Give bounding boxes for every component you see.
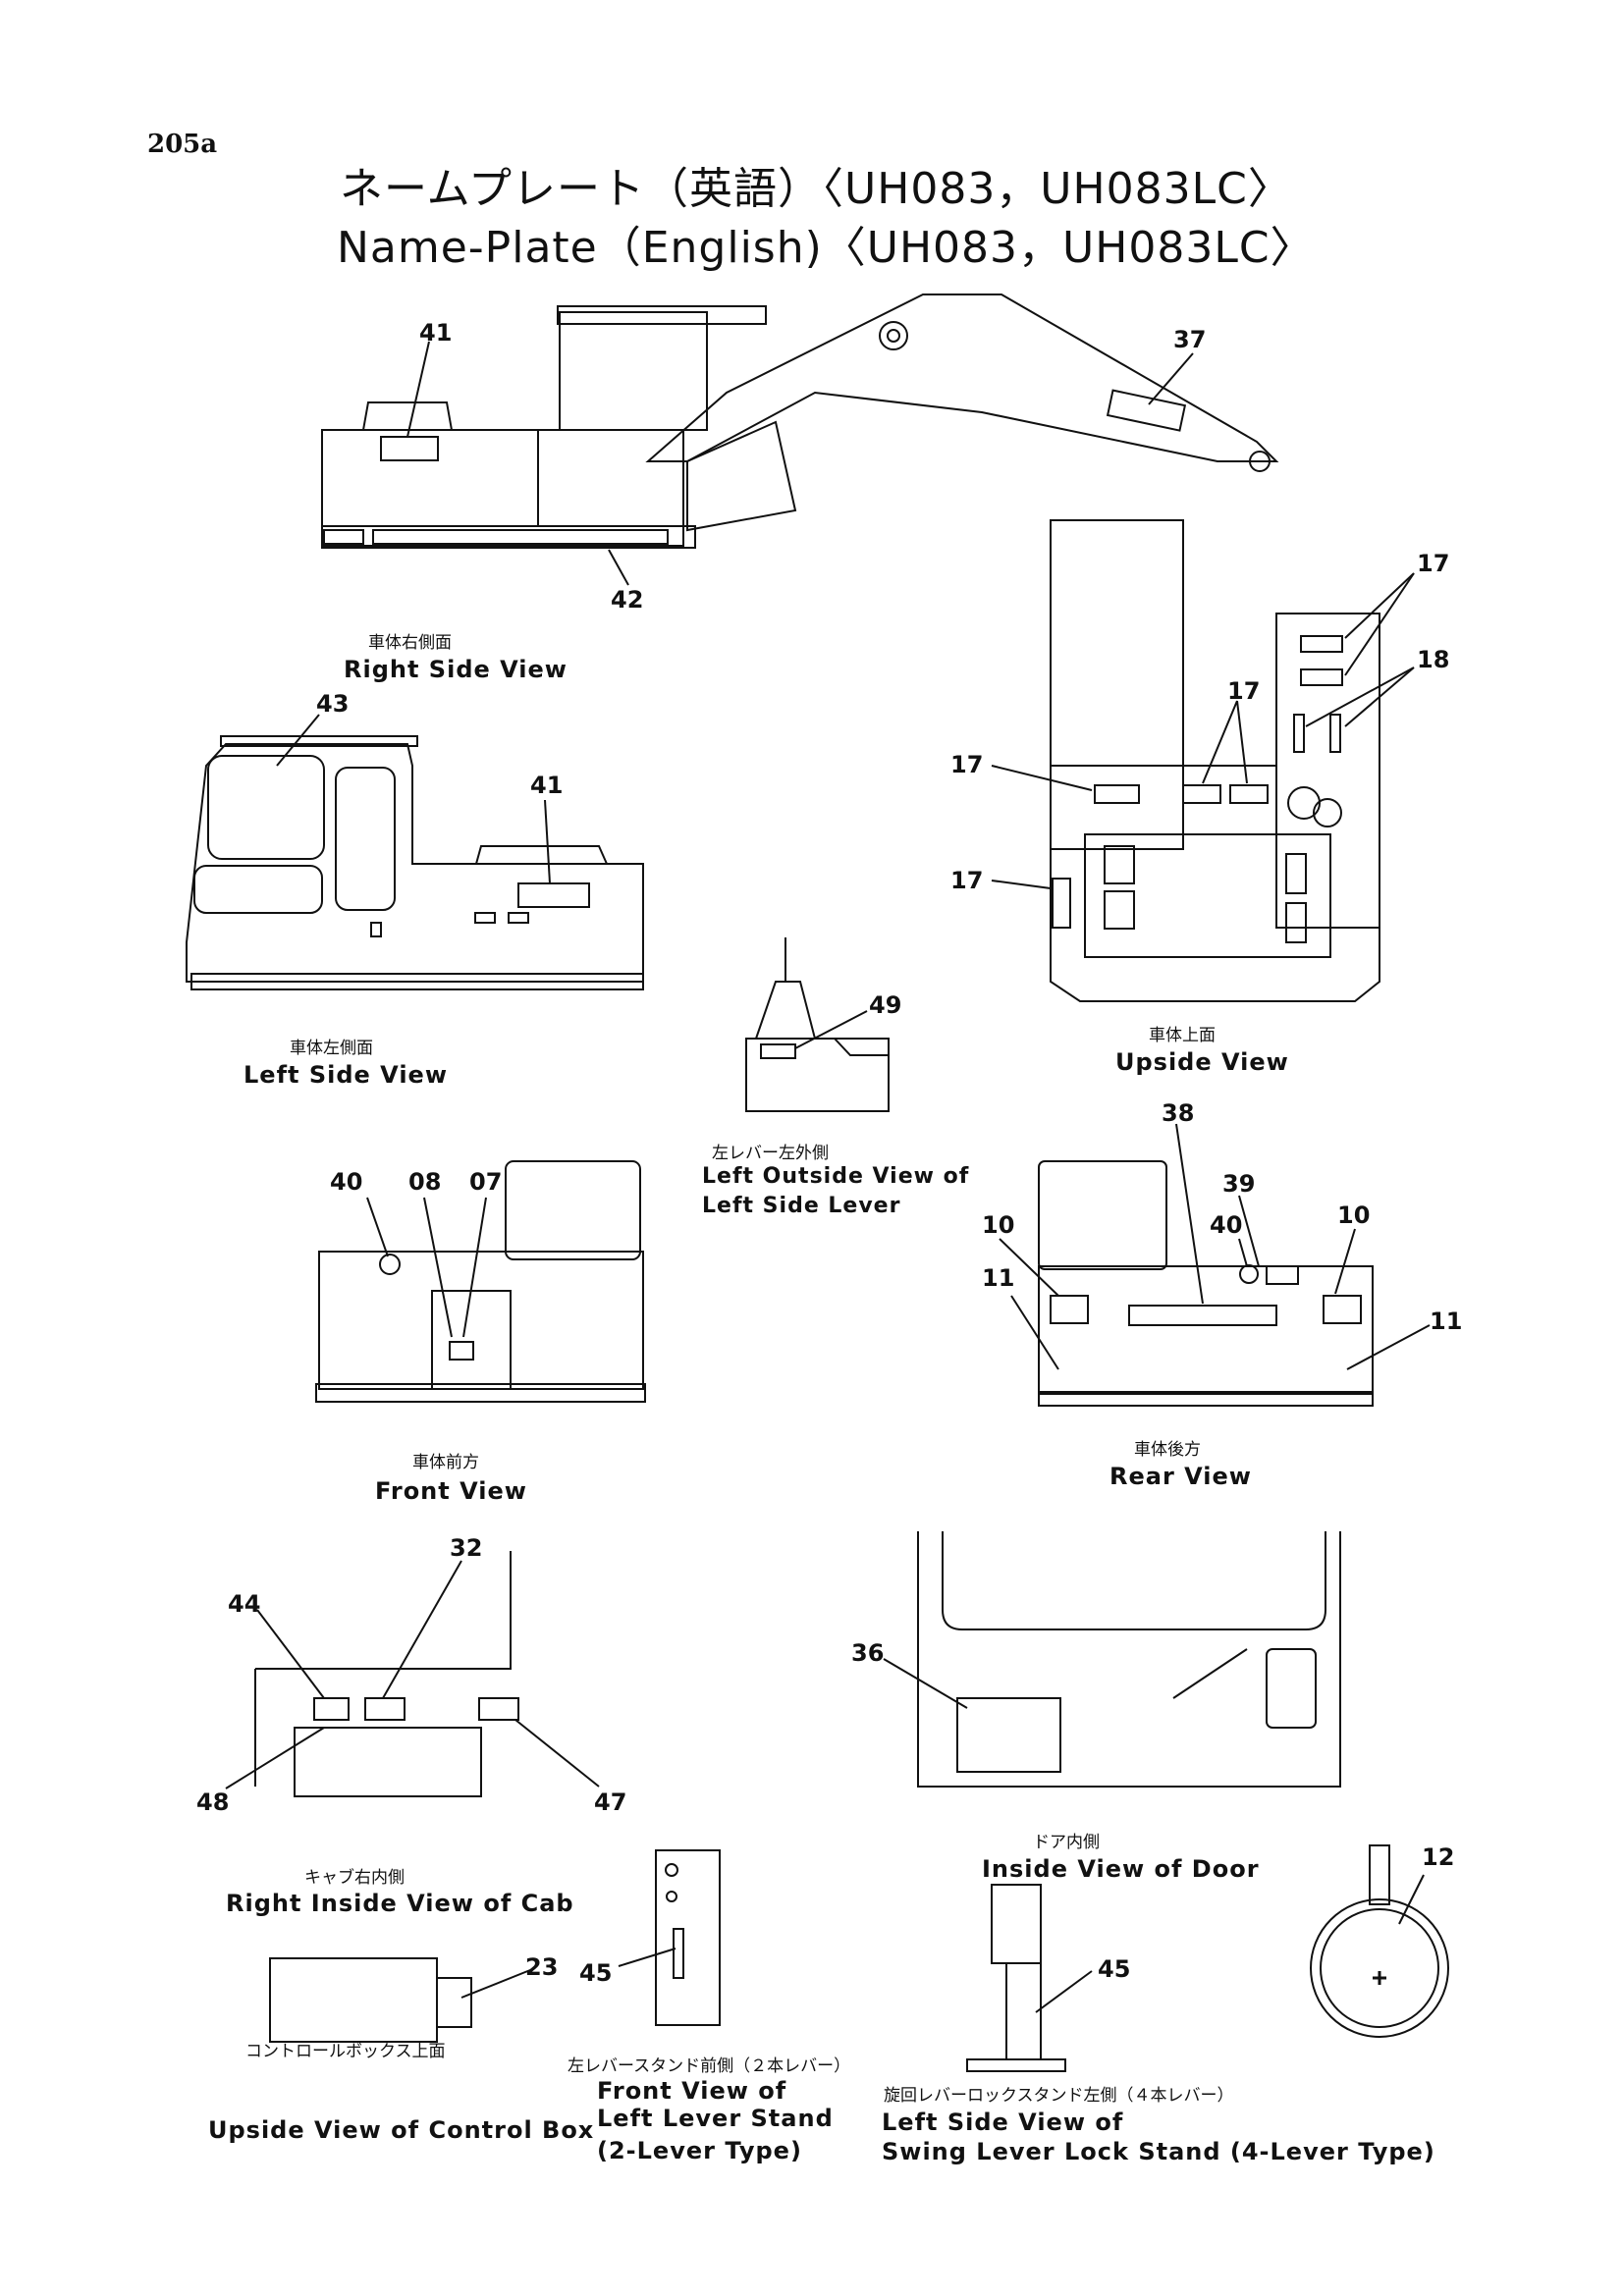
callout-17: 17 [950, 751, 984, 778]
callout-17: 17 [1417, 550, 1450, 577]
callout-11: 11 [982, 1264, 1015, 1292]
rear-view-caption: Rear View [1109, 1463, 1252, 1490]
swing-stand-drawing [967, 1885, 1092, 2071]
cab-view-jp: キャブ右内側 [304, 1868, 405, 1888]
door-view-caption: Inside View of Door [982, 1855, 1260, 1883]
cab-view-caption: Right Inside View of Cab [226, 1890, 574, 1917]
callout-48: 48 [196, 1789, 230, 1816]
item-12-drawing [1311, 1845, 1448, 2037]
callout-42: 42 [611, 586, 644, 614]
lever-stand-drawing [619, 1850, 720, 2025]
cab-inside-drawing [226, 1551, 599, 1796]
left-lever-drawing [746, 937, 889, 1111]
swing-stand-view-caption-2: Swing Lever Lock Stand (4-Lever Type) [882, 2138, 1435, 2165]
callout-32: 32 [450, 1534, 483, 1562]
callout-45: 45 [1098, 1955, 1131, 1983]
control-box-view-jp: コントロールボックス上面 [245, 2042, 446, 2061]
callout-11: 11 [1430, 1308, 1463, 1335]
left-lever-view-caption-1: Left Outside View of [702, 1164, 970, 1189]
callout-45: 45 [579, 1959, 613, 1987]
callout-17: 17 [950, 867, 984, 894]
callout-17: 17 [1227, 677, 1261, 705]
left-side-view-drawing [187, 715, 643, 989]
callout-08: 08 [408, 1168, 442, 1196]
callout-43: 43 [316, 690, 350, 718]
callout-38: 38 [1162, 1099, 1195, 1127]
page-number: 205a [147, 130, 218, 159]
upside-view-drawing [992, 520, 1414, 1001]
lever-stand-view-caption-3: (2-Lever Type) [597, 2137, 802, 2164]
right-side-view-jp: 車体右側面 [368, 633, 452, 653]
callout-10: 10 [1337, 1201, 1371, 1229]
callout-49: 49 [869, 991, 902, 1019]
callout-40: 40 [330, 1168, 363, 1196]
control-box-view-caption: Upside View of Control Box [208, 2116, 595, 2144]
callout-18: 18 [1417, 646, 1450, 673]
callout-40: 40 [1210, 1211, 1243, 1239]
left-lever-view-caption-2: Left Side Lever [702, 1194, 901, 1218]
rear-view-drawing [1000, 1124, 1430, 1406]
callout-36: 36 [851, 1639, 885, 1667]
callout-47: 47 [594, 1789, 627, 1816]
callout-37: 37 [1173, 326, 1207, 353]
upside-view-jp: 車体上面 [1149, 1026, 1216, 1045]
lever-stand-view-jp: 左レバースタンド前側（２本レバー） [568, 2056, 851, 2076]
front-view-jp: 車体前方 [412, 1453, 479, 1472]
door-view-jp: ドア内側 [1033, 1833, 1100, 1852]
left-side-view-caption: Left Side View [243, 1061, 448, 1089]
front-view-drawing [316, 1161, 645, 1402]
left-lever-view-jp: 左レバー左外側 [712, 1144, 829, 1163]
lever-stand-view-caption-1: Front View of [597, 2077, 787, 2105]
upside-view-caption: Upside View [1115, 1048, 1289, 1076]
title-japanese: ネームプレート（英語）〈UH083，UH083LC〉 [340, 164, 1292, 214]
callout-07: 07 [469, 1168, 503, 1196]
lever-stand-view-caption-2: Left Lever Stand [597, 2105, 834, 2132]
right-side-view-caption: Right Side View [344, 656, 568, 683]
callout-12: 12 [1422, 1843, 1455, 1871]
rear-view-jp: 車体後方 [1134, 1440, 1201, 1460]
callout-41: 41 [419, 319, 453, 347]
swing-stand-view-jp: 旋回レバーロックスタンド左側（４本レバー） [884, 2086, 1234, 2106]
callout-41: 41 [530, 772, 564, 799]
front-view-caption: Front View [375, 1477, 527, 1505]
callout-10: 10 [982, 1211, 1015, 1239]
title-english: Name-Plate（English)〈UH083，UH083LC〉 [337, 223, 1315, 273]
callout-23: 23 [525, 1953, 559, 1981]
swing-stand-view-caption-1: Left Side View of [882, 2109, 1124, 2136]
door-inside-drawing [884, 1531, 1340, 1787]
control-box-drawing [270, 1958, 535, 2042]
left-side-view-jp: 車体左側面 [290, 1039, 373, 1058]
callout-44: 44 [228, 1590, 261, 1618]
callout-39: 39 [1222, 1170, 1256, 1198]
right-side-view-drawing [322, 294, 1276, 585]
